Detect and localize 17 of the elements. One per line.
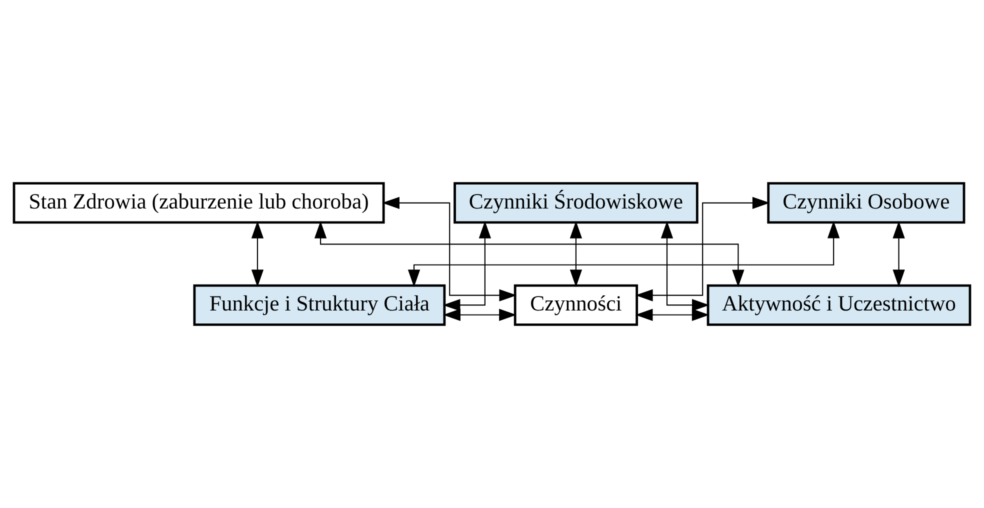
arrow <box>635 308 710 321</box>
arrow <box>442 220 492 312</box>
node-box: Stan Zdrowia (zaburzenie lub choroba) <box>12 182 385 224</box>
arrow <box>892 220 905 288</box>
arrow <box>570 220 582 288</box>
arrow <box>251 220 264 288</box>
node-box: Czynności <box>514 284 638 326</box>
node-box: Czynniki Osobowe <box>767 182 966 224</box>
arrow <box>408 220 840 288</box>
arrow <box>314 220 744 288</box>
arrow <box>660 220 710 312</box>
node-box: Aktywność i Uczestnictwo <box>706 284 972 326</box>
node-box: Czynniki Środowiskowe <box>454 182 698 224</box>
arrow <box>443 308 516 321</box>
arrow <box>382 196 517 302</box>
node-box: Funkcje i Struktury Ciała <box>193 284 446 326</box>
arrow <box>635 196 770 302</box>
